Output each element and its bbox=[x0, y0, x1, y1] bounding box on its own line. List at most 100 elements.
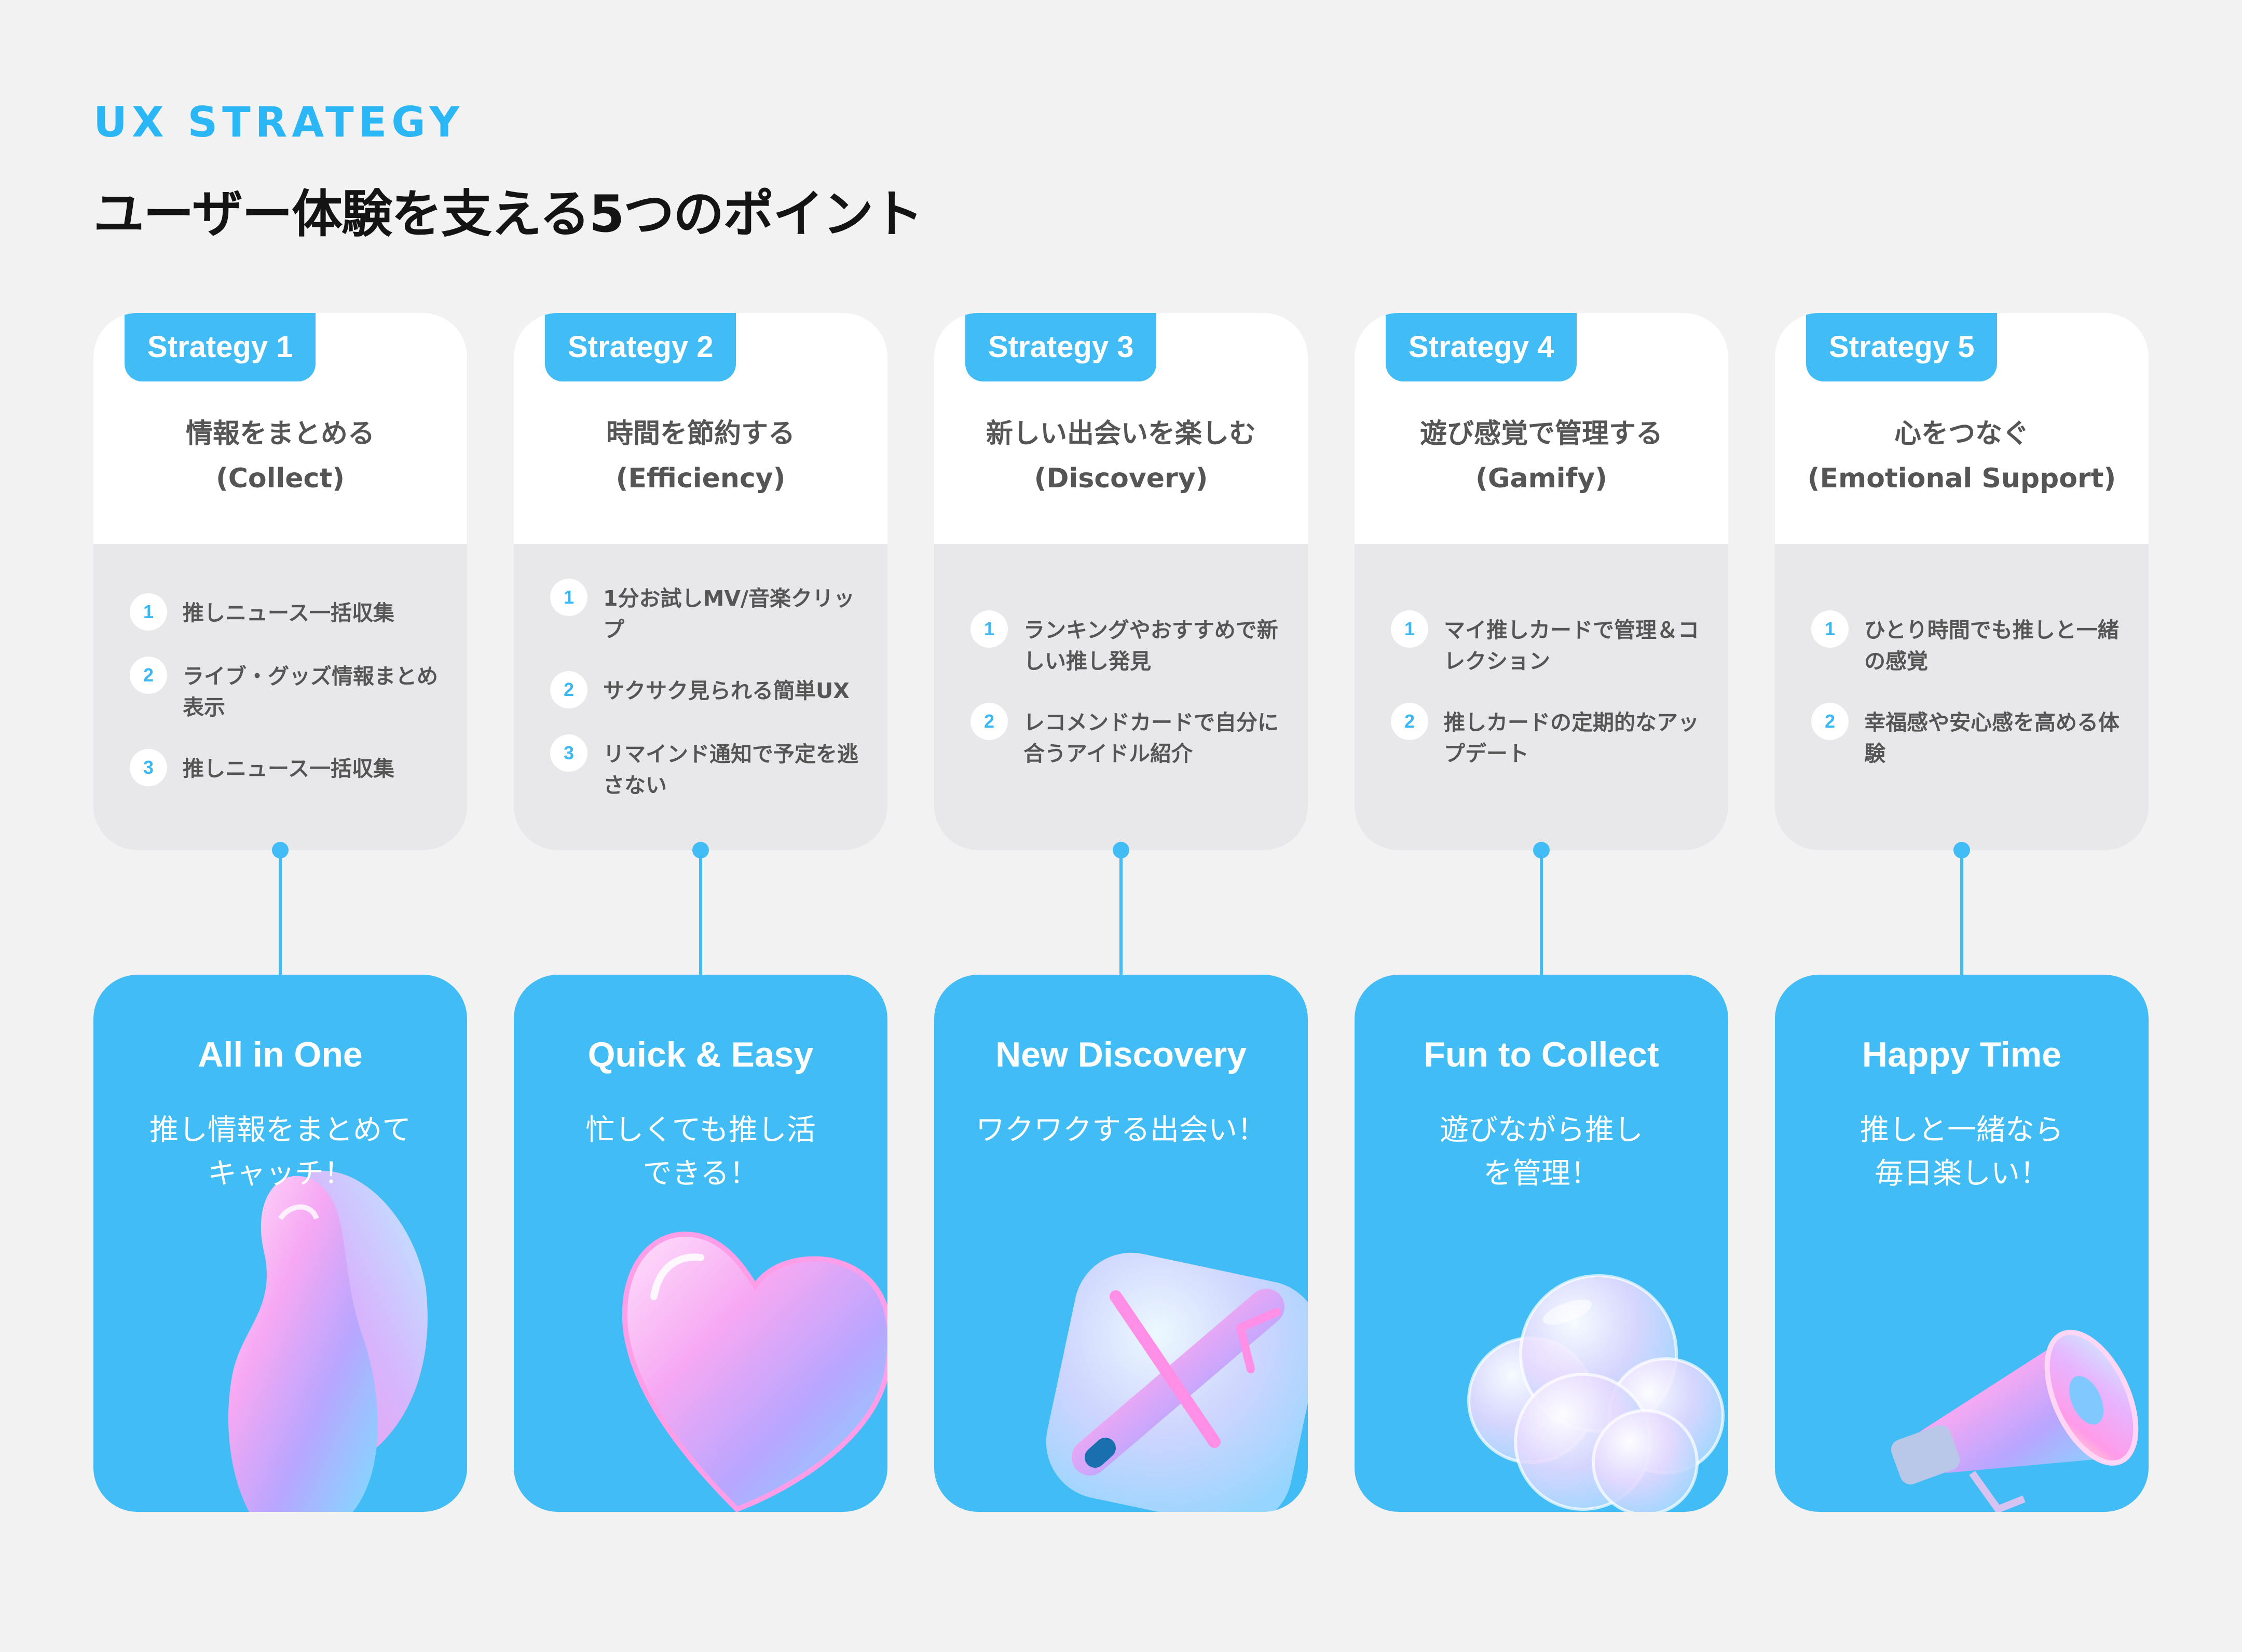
strategy-card-header: Strategy 2 時間を節約する (Efficiency) bbox=[514, 313, 887, 544]
strategy-tab: Strategy 1 bbox=[125, 313, 316, 381]
result-card: Quick & Easy 忙しくても推し活できる！ bbox=[514, 975, 887, 1512]
strategy-column-5: Strategy 5 心をつなぐ (Emotional Support) 1 ひと… bbox=[1775, 313, 2149, 1512]
result-card: All in One 推し情報をまとめてキャッチ！ bbox=[93, 975, 467, 1512]
strategy-item: 3 推しニュース一括収集 bbox=[130, 749, 446, 786]
result-subtitle: 遊びながら推しを管理！ bbox=[1355, 1109, 1728, 1196]
connector-dot bbox=[692, 842, 709, 858]
item-text: 推しニュース一括収集 bbox=[183, 600, 394, 625]
strategy-card: Strategy 3 新しい出会いを楽しむ (Discovery) 1 ランキング… bbox=[934, 313, 1308, 850]
item-text: 1分お試しMV/音楽クリップ bbox=[603, 586, 855, 642]
item-number-badge: 1 bbox=[130, 593, 167, 631]
result-subtitle-line: 遊びながら推し bbox=[1440, 1113, 1643, 1147]
connector-dot bbox=[1533, 842, 1550, 858]
item-text: レコメンドカードで自分に合うアイドル紹介 bbox=[1023, 710, 1279, 766]
result-subtitle: 推しと一緒なら毎日楽しい！ bbox=[1775, 1109, 2149, 1196]
result-title: Quick & Easy bbox=[587, 1035, 814, 1074]
strategy-column-3: Strategy 3 新しい出会いを楽しむ (Discovery) 1 ランキング… bbox=[934, 313, 1308, 1512]
item-text: ひとり時間でも推しと一緒の感覚 bbox=[1864, 618, 2119, 674]
strategy-column-1: Strategy 1 情報をまとめる (Collect) 1 推しニュース一括収集… bbox=[93, 313, 467, 1512]
cloud-icon bbox=[1355, 975, 1728, 1512]
strategy-title: 新しい出会いを楽しむ (Discovery) bbox=[934, 412, 1308, 501]
item-text: ライブ・グッズ情報まとめ表示 bbox=[183, 664, 438, 720]
result-subtitle-line: 忙しくても推し活 bbox=[585, 1113, 816, 1147]
connector-line bbox=[699, 850, 702, 976]
item-number-badge: 3 bbox=[130, 749, 167, 786]
strategy-item: 3 リマインド通知で予定を逃さない bbox=[550, 734, 867, 801]
strategy-tab: Strategy 2 bbox=[545, 313, 736, 381]
strategy-card-header: Strategy 4 遊び感覚で管理する (Gamify) bbox=[1355, 313, 1728, 544]
connector-line bbox=[1540, 850, 1543, 976]
result-subtitle-line: 推し情報をまとめて bbox=[149, 1113, 411, 1147]
result-card: Fun to Collect 遊びながら推しを管理！ bbox=[1355, 975, 1728, 1512]
item-text: サクサク見られる簡単UX bbox=[603, 678, 850, 703]
strategy-card: Strategy 2 時間を節約する (Efficiency) 1 1分お試しMV… bbox=[514, 313, 887, 850]
strategy-title: 心をつなぐ (Emotional Support) bbox=[1775, 412, 2149, 501]
result-subtitle-line: ワクワクする出会い！ bbox=[976, 1113, 1266, 1147]
strategy-item-list: 1 1分お試しMV/音楽クリップ 2 サクサク見られる簡単UX 3 リマインド通知で予定を… bbox=[550, 544, 867, 850]
page-title: ユーザー体験を支える5つのポイント bbox=[93, 185, 923, 244]
result-title: All in One bbox=[198, 1035, 363, 1074]
item-text: リマインド通知で予定を逃さない bbox=[603, 742, 858, 798]
strategy-item: 2 幸福感や安心感を高める体験 bbox=[1811, 703, 2128, 769]
strategy-title-en: (Collect) bbox=[215, 463, 345, 494]
connector-dot bbox=[1113, 842, 1129, 858]
strategy-item-list: 1 推しニュース一括収集 2 ライブ・グッズ情報まとめ表示 3 推しニュース一括収集 bbox=[130, 544, 446, 850]
item-number-badge: 2 bbox=[550, 671, 587, 708]
result-title: Happy Time bbox=[1862, 1035, 2062, 1074]
megaphone-icon bbox=[1775, 975, 2149, 1512]
strategy-title-ja: 時間を節約する bbox=[606, 418, 795, 449]
strategy-card-header: Strategy 5 心をつなぐ (Emotional Support) bbox=[1775, 313, 2149, 544]
strategy-title-ja: 新しい出会いを楽しむ bbox=[986, 418, 1256, 449]
result-subtitle-line: 推しと一緒なら bbox=[1860, 1113, 2063, 1147]
item-number-badge: 1 bbox=[970, 610, 1008, 648]
connector-line bbox=[1119, 850, 1123, 976]
strategy-item: 1 1分お試しMV/音楽クリップ bbox=[550, 579, 867, 645]
connector-dot bbox=[1953, 842, 1970, 858]
strategy-item: 1 ひとり時間でも推しと一緒の感覚 bbox=[1811, 610, 2128, 677]
strategy-card: Strategy 5 心をつなぐ (Emotional Support) 1 ひと… bbox=[1775, 313, 2149, 850]
item-text: マイ推しカードで管理＆コレクション bbox=[1444, 618, 1699, 674]
airplane-icon bbox=[934, 975, 1308, 1512]
result-subtitle-line: できる！ bbox=[642, 1157, 759, 1191]
result-subtitle-line: キャッチ！ bbox=[208, 1157, 353, 1191]
strategy-card-header: Strategy 3 新しい出会いを楽しむ (Discovery) bbox=[934, 313, 1308, 544]
item-number-badge: 1 bbox=[1811, 610, 1849, 648]
result-card: Happy Time 推しと一緒なら毎日楽しい！ bbox=[1775, 975, 2149, 1512]
strategy-item: 2 ライブ・グッズ情報まとめ表示 bbox=[130, 657, 446, 723]
strategy-item: 2 サクサク見られる簡単UX bbox=[550, 671, 867, 708]
item-number-badge: 2 bbox=[130, 657, 167, 694]
item-text: 推しニュース一括収集 bbox=[183, 756, 394, 781]
strategy-tab: Strategy 3 bbox=[965, 313, 1157, 381]
strategy-column-2: Strategy 2 時間を節約する (Efficiency) 1 1分お試しMV… bbox=[514, 313, 887, 1512]
strategy-title: 遊び感覚で管理する (Gamify) bbox=[1355, 412, 1728, 501]
strategy-title-ja: 情報をまとめる bbox=[185, 418, 375, 449]
strategy-tab: Strategy 5 bbox=[1806, 313, 1998, 381]
connector-line bbox=[279, 850, 282, 976]
item-text: ランキングやおすすめで新しい推し発見 bbox=[1023, 618, 1278, 674]
eyebrow-label: UX STRATEGY bbox=[93, 98, 464, 146]
item-number-badge: 2 bbox=[1391, 703, 1428, 740]
strategy-title-en: (Efficiency) bbox=[616, 463, 786, 494]
strategy-title-en: (Discovery) bbox=[1034, 463, 1208, 494]
iridescent-blob-icon bbox=[93, 975, 467, 1512]
item-number-badge: 1 bbox=[550, 579, 587, 616]
strategy-title-ja: 遊び感覚で管理する bbox=[1419, 418, 1663, 449]
item-number-badge: 2 bbox=[1811, 703, 1849, 740]
connector-dot bbox=[272, 842, 289, 858]
item-number-badge: 3 bbox=[550, 734, 587, 772]
strategy-title-en: (Gamify) bbox=[1475, 463, 1607, 494]
item-number-badge: 1 bbox=[1391, 610, 1428, 648]
connector-line bbox=[1960, 850, 1963, 976]
strategy-card: Strategy 4 遊び感覚で管理する (Gamify) 1 マイ推しカードで管… bbox=[1355, 313, 1728, 850]
result-subtitle-line: を管理！ bbox=[1483, 1157, 1600, 1191]
strategy-columns: Strategy 1 情報をまとめる (Collect) 1 推しニュース一括収集… bbox=[93, 313, 2149, 1512]
strategy-column-4: Strategy 4 遊び感覚で管理する (Gamify) 1 マイ推しカードで管… bbox=[1355, 313, 1728, 1512]
item-text: 幸福感や安心感を高める体験 bbox=[1864, 710, 2120, 766]
strategy-card: Strategy 1 情報をまとめる (Collect) 1 推しニュース一括収集… bbox=[93, 313, 467, 850]
result-title: Fun to Collect bbox=[1424, 1035, 1659, 1074]
strategy-title-en: (Emotional Support) bbox=[1807, 463, 2116, 494]
result-subtitle: 推し情報をまとめてキャッチ！ bbox=[93, 1109, 467, 1196]
